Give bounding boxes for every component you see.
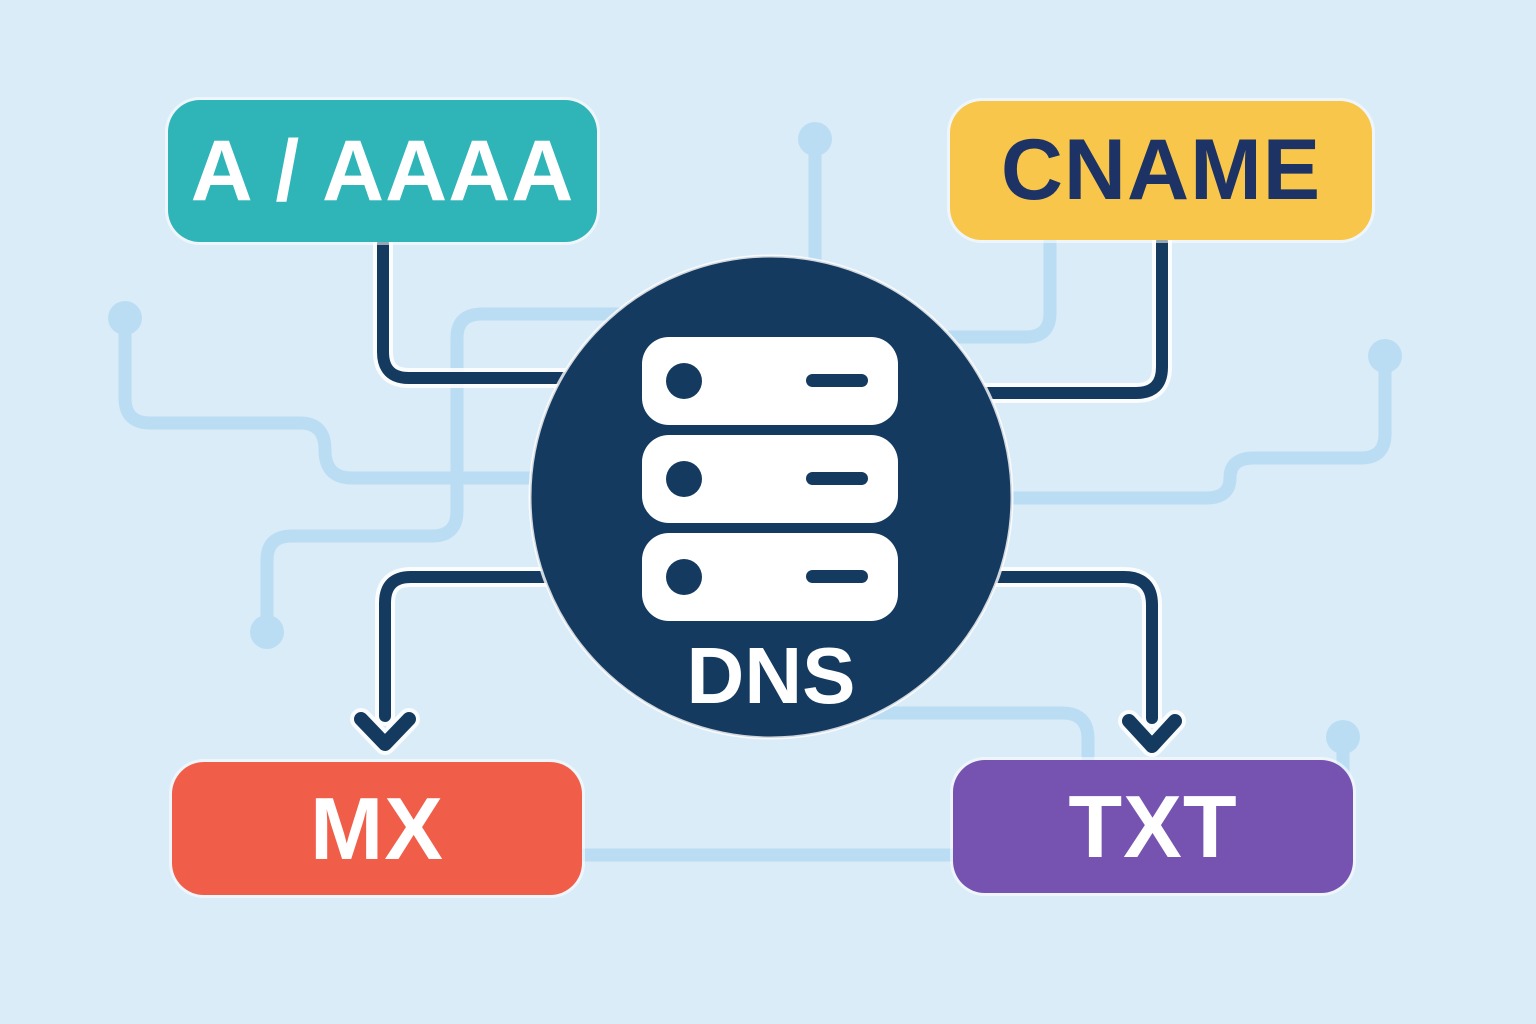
trace-top-middle xyxy=(798,122,832,287)
node-mx-label: MX xyxy=(310,778,444,878)
trace-left-lower xyxy=(250,307,647,649)
trace-left-upper xyxy=(108,301,607,485)
trace-bottom-right xyxy=(803,706,1095,797)
node-cname-label: CNAME xyxy=(1000,122,1322,218)
connector-dns-to-mx xyxy=(350,567,570,755)
node-txt: TXT xyxy=(953,760,1353,893)
connector-cname-to-dns xyxy=(950,232,1172,403)
server-stack-icon xyxy=(642,337,898,621)
node-txt-label: TXT xyxy=(1068,776,1238,876)
node-a-aaaa-label: A / AAAA xyxy=(190,122,575,219)
trace-under-cname xyxy=(943,233,1057,344)
node-a-aaaa: A / AAAA xyxy=(168,100,597,242)
dns-label: DNS xyxy=(687,631,856,720)
node-cname: CNAME xyxy=(950,101,1372,240)
node-mx: MX xyxy=(172,762,582,895)
trace-right-upper xyxy=(1005,339,1402,505)
connector-a-aaaa-to-dns xyxy=(373,234,610,388)
connector-dns-to-txt xyxy=(970,567,1186,757)
